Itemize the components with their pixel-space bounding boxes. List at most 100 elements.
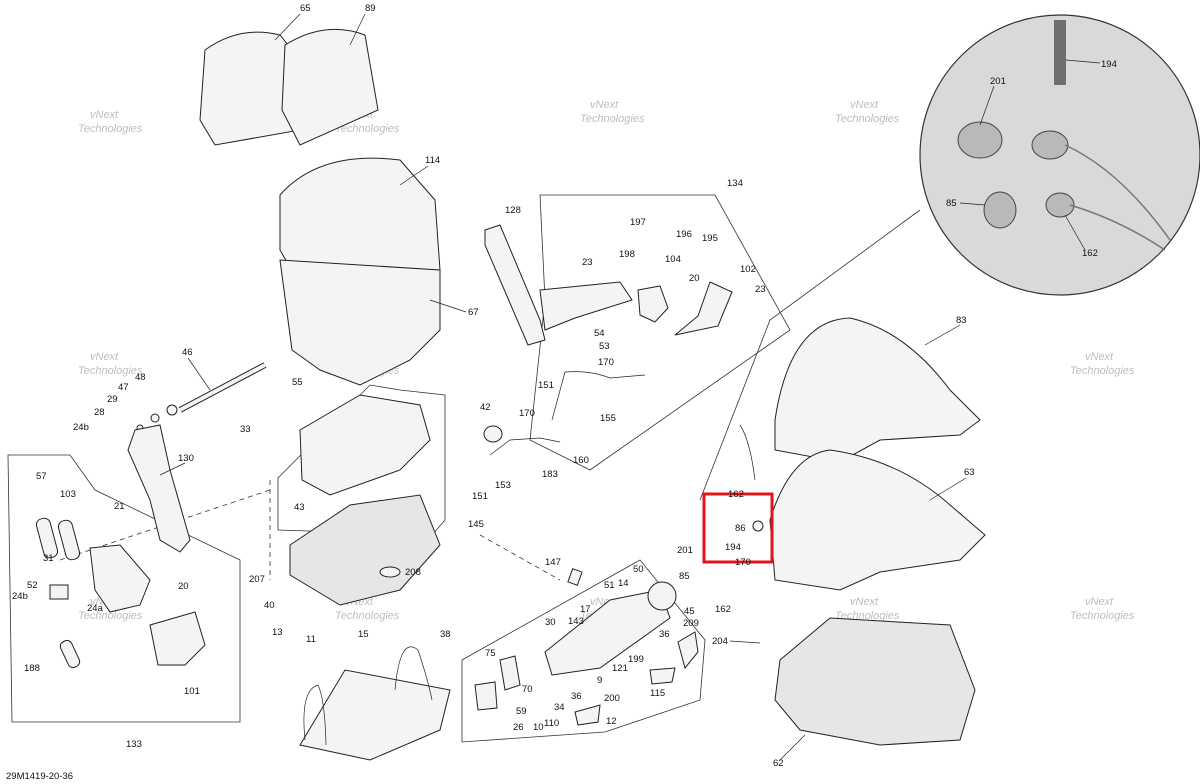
lock-housing-143 [544,589,671,676]
part-label: 208 [405,567,421,578]
part-label: 13 [272,627,283,638]
nut-47 [150,413,160,423]
group-frame-133 [7,454,241,723]
part-label: 70 [522,684,533,695]
part-label: 53 [599,341,610,352]
part-label: 57 [36,471,47,482]
detail-wire [1069,204,1166,251]
part-label: 151 [472,491,488,502]
clip-208 [379,566,401,578]
part-label: 195 [702,233,718,244]
part-label: 43 [294,502,305,513]
part-label: 104 [665,254,681,265]
watermark: vNext [850,596,879,608]
wire-162 [739,424,756,481]
watermark: Technologies [78,610,143,622]
handle-209 [677,631,699,670]
leader-lines [159,13,1101,761]
part-label: 46 [182,347,193,358]
part-label: 199 [628,654,644,665]
detail-pin-194 [1054,20,1066,85]
seat-base-frame-145 [289,494,441,606]
part-label: 201 [677,545,693,556]
part-label: 207 [249,574,265,585]
watermark: vNext [590,99,619,111]
highlight-box [702,492,774,564]
watermark: Technologies [78,365,143,377]
alignment-line [479,534,561,581]
harness-160 [489,437,561,456]
part-label: 86 [735,523,746,534]
part-label: 130 [178,453,194,464]
seat-back-cover-89 [281,28,379,146]
watermark: vNext [1085,596,1114,608]
watermark: Technologies [1070,610,1135,622]
part-label: 30 [545,617,556,628]
part-label: 75 [485,648,496,659]
watermark: Technologies [78,123,143,135]
part-label: 42 [480,402,491,413]
lever-199 [649,667,676,685]
seat-cushion-83 [774,317,981,463]
part-label: 200 [604,693,620,704]
part-label: 85 [679,571,690,582]
part-label: 40 [264,600,275,611]
part-label: 170 [519,408,535,419]
group-frame-115 [461,559,706,743]
part-label: 45 [684,606,695,617]
part-label: 23 [582,257,593,268]
part-label: 10 [533,722,544,733]
part-label: 54 [594,328,605,339]
part-label: 155 [600,413,616,424]
seat-frame-55 [299,394,431,496]
watermark: vNext [90,351,119,363]
handle-188 [59,639,81,669]
part-label: 83 [956,315,967,326]
bracket-130 [127,424,191,553]
part-label: 33 [240,424,251,435]
part-label: 12 [606,716,617,727]
part-label: 151 [538,380,554,391]
part-label: 188 [24,663,40,674]
strap-38b [303,684,327,746]
part-label: 47 [118,382,129,393]
part-label: 63 [964,467,975,478]
part-label: 183 [542,469,558,480]
part-label: 102 [740,264,756,275]
part-label: 51 [604,580,615,591]
seat-back-shell-67 [279,259,441,386]
watermark: vNext [90,109,119,121]
hinge-arm-128 [484,224,546,346]
part-label: 198 [619,249,635,260]
part-label: 36 [659,629,670,640]
part-label: 28 [94,407,105,418]
part-label: 50 [633,564,644,575]
holder-70 [474,681,498,711]
armrest-bracket [89,544,151,613]
part-label: 170 [735,557,751,568]
watermark: vNext [1085,351,1114,363]
detail-socket-85 [983,191,1017,229]
latch-plate-102 [674,281,733,336]
part-label: 194 [725,542,741,553]
armrest-pad-101 [149,611,206,666]
part-label: 160 [573,455,589,466]
watermark: Technologies [835,113,900,125]
part-label: 15 [358,629,369,640]
part-label: 36 [571,691,582,702]
part-label: 114 [425,155,440,166]
part-label: 52 [27,580,38,591]
part-label: 9 [597,675,602,686]
part-label: 115 [650,688,665,699]
part-label: 14 [618,578,629,589]
watermark: Technologies [335,123,400,135]
part-label: 170 [598,357,614,368]
part-label: 65 [300,3,311,14]
part-label: 17 [580,604,591,615]
grommet-42 [483,425,503,443]
part-label: 196 [676,229,692,240]
cushion-103 [57,519,81,561]
part-label: 48 [135,372,146,383]
part-label: 20 [178,581,189,592]
